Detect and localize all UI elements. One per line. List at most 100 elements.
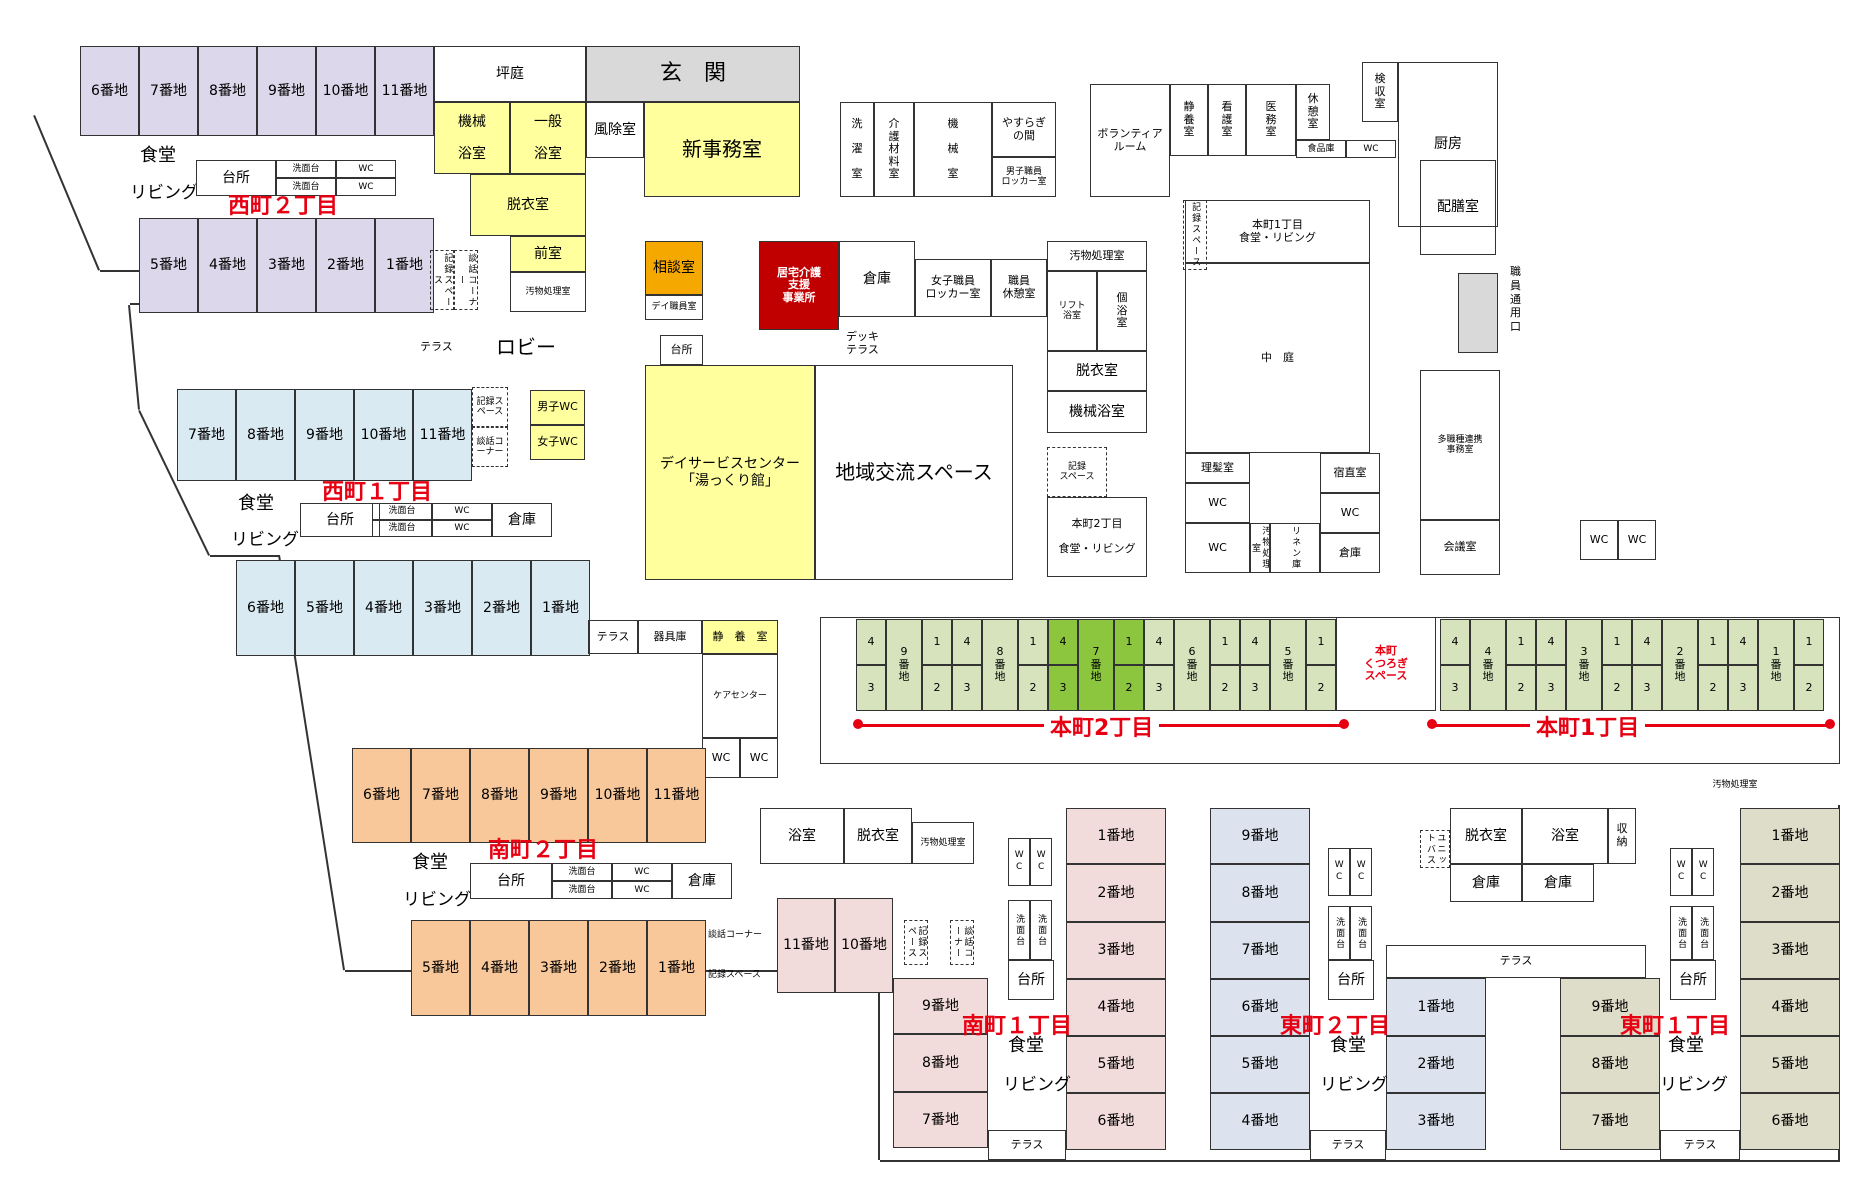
higashimachi1-shokudo: 食堂: [1668, 1035, 1704, 1056]
souko-east-1: 倉庫: [1450, 864, 1522, 902]
kikai-yokushitsu: 機械 浴室: [434, 102, 510, 174]
seiyo: 静 養 室: [1170, 84, 1208, 156]
zone-label-minamimachi1: 南町１丁目: [962, 1014, 1073, 1039]
zone-label-nishimachi2: 西町２丁目: [228, 194, 339, 219]
minamimachi1-banchi-b6: 6番地: [1066, 1093, 1166, 1150]
minamimachi1-banchi-b1: 1番地: [1066, 808, 1166, 864]
honmachi2-unit-b5-n1: 1: [1306, 619, 1336, 665]
datsuishitsu: 脱衣室: [470, 174, 586, 236]
outline-west-5: [128, 305, 140, 411]
minamimachi1-banchi-b11: 11番地: [777, 898, 835, 993]
honmachi1-unit-b3-label: 3 番 地: [1566, 619, 1602, 711]
honmachi1-unit-b1-n4: 4: [1728, 619, 1758, 665]
kikai-yoku2: 機械浴室: [1047, 391, 1147, 433]
tsuboniwa: 坪庭: [434, 46, 586, 102]
danwa-lobby: 談話コーナー: [472, 427, 508, 467]
minamimachi2-banchi-b6: 6番地: [352, 748, 411, 843]
higashimachi2-shokudo: 食堂: [1330, 1035, 1366, 1056]
genkan: 玄 関: [586, 46, 800, 102]
kiroku-courtyard: 記録スペース: [1183, 200, 1207, 270]
higashimachi1-senmen2: 洗面台: [1692, 906, 1714, 960]
higashimachi2-banchi-b3: 3番地: [1386, 1093, 1486, 1150]
honmachi2-unit-b6-n3: 3: [1144, 665, 1174, 711]
nishimachi1-living: リビング: [231, 530, 299, 550]
rihatsu: 理髪室: [1185, 453, 1250, 483]
day-shokuin: デイ職員室: [645, 295, 703, 320]
minamimachi2-banchi-b3: 3番地: [529, 920, 588, 1016]
shin-jimushitsu: 新事務室: [644, 102, 800, 197]
minamimachi1-banchi-b7: 7番地: [893, 1092, 988, 1148]
minamimachi1-daidokoro: 台所: [1008, 960, 1054, 1000]
terrace-west: テラス: [588, 620, 638, 654]
danwa-south: 談話コーナー: [708, 930, 763, 940]
nishimachi1-senmendai1: 洗面台: [372, 503, 432, 520]
minamimachi2-banchi-b8: 8番地: [470, 748, 529, 843]
wc-care-1: WC: [702, 738, 740, 778]
minamimachi1-wc1: WC: [1008, 838, 1030, 886]
zone-label-honmachi2: 本町2丁目: [1044, 716, 1160, 743]
nishimachi2-senmendai1: 洗面台: [276, 160, 336, 178]
honmachi2-shokudo: 本町2丁目 食堂・リビング: [1047, 497, 1147, 577]
souko-east-2: 倉庫: [1522, 864, 1594, 902]
higashimachi1-terrace: テラス: [1660, 1130, 1740, 1160]
minamimachi2-banchi-b4: 4番地: [470, 920, 529, 1016]
higashimachi2-terrace: テラス: [1310, 1130, 1386, 1160]
outline-west-2: [100, 270, 165, 272]
honmachi2-unit-b8-n3: 3: [952, 665, 982, 711]
wc-court-2: WC: [1185, 523, 1250, 573]
higashimachi2-banchi-b9: 9番地: [1210, 808, 1310, 864]
nakaniwa: 中 庭: [1185, 263, 1370, 453]
higashimachi2-daidokoro: 台所: [1328, 960, 1374, 1000]
chubo: 厨房: [1398, 62, 1498, 227]
yokushitsu-south: 浴室: [760, 808, 844, 864]
ko-yoku: 個 浴 室: [1097, 271, 1147, 351]
nishimachi2-wc2: WC: [336, 178, 396, 196]
honmachi1-unit-b4-label: 4 番 地: [1470, 619, 1506, 711]
joshi-locker: 女子職員 ロッカー室: [915, 259, 991, 317]
honmachi2-dot-right: [1339, 719, 1349, 729]
obutsu-east: 汚物処理室: [1712, 779, 1758, 790]
minamimachi2-senmendai1: 洗面台: [552, 863, 612, 881]
shokuhinko: 食品庫: [1296, 140, 1346, 158]
nishimachi2-banchi-b6: 6番地: [80, 46, 139, 136]
minamimachi1-banchi-b9: 9番地: [893, 978, 988, 1034]
obutsu-south: 汚物処理室: [912, 822, 974, 864]
honmachi1-unit-b4-n1: 1: [1506, 619, 1536, 665]
honmachi1-unit-b1-n3: 3: [1728, 665, 1758, 711]
honmachi1-unit-b2-label: 2 番 地: [1662, 619, 1698, 711]
higashimachi2-banchi-b8: 8番地: [1210, 864, 1310, 922]
honmachi2-unit-b9-n2: 2: [922, 665, 952, 711]
outline-west-7: [210, 555, 280, 557]
higashimachi1-senmen1: 洗面台: [1670, 906, 1692, 960]
honmachi2-unit-b6-n2: 2: [1210, 665, 1240, 711]
danshi-wc: 男子WC: [530, 390, 585, 425]
higashimachi1-daidokoro: 台所: [1670, 960, 1716, 1000]
higashimachi1-banchi-b1: 1番地: [1740, 808, 1840, 864]
minamimachi2-souko: 倉庫: [672, 863, 732, 899]
wc-east-2: WC: [1618, 520, 1656, 560]
yokushitsu-east: 浴室: [1522, 808, 1608, 864]
wc-court-1: WC: [1185, 483, 1250, 523]
outline-south-3: [880, 1160, 1840, 1162]
wc-east-1: WC: [1580, 520, 1618, 560]
haizen: 配膳室: [1420, 160, 1496, 255]
honmachi2-unit-b8-n1: 1: [1018, 619, 1048, 665]
higashimachi1-wc1: WC: [1670, 848, 1692, 896]
honmachi2-unit-b9-n1: 1: [922, 619, 952, 665]
danshi-locker: 男子職員 ロッカー室: [992, 157, 1056, 197]
minamimachi2-banchi-b9: 9番地: [529, 748, 588, 843]
souko-center: 倉庫: [839, 241, 915, 317]
nishimachi2-wc1: WC: [336, 160, 396, 178]
minamimachi1-banchi-b5: 5番地: [1066, 1036, 1166, 1093]
shokuin-tsuyoguchi-bar: [1458, 273, 1498, 353]
higashimachi2-banchi-b4: 4番地: [1210, 1093, 1310, 1150]
soudan: 相談室: [645, 241, 703, 295]
nishimachi2-banchi-b7: 7番地: [139, 46, 198, 136]
minamimachi1-banchi-b2: 2番地: [1066, 864, 1166, 922]
deck-terrace: デッキ テラス: [846, 330, 879, 357]
datsui-center: 脱衣室: [1047, 351, 1147, 391]
nishimachi1-wc2: WC: [432, 520, 492, 537]
nishimachi2-banchi-b2: 2番地: [316, 218, 375, 313]
minamimachi2-daidokoro: 台所: [470, 863, 552, 899]
souko-court: 倉庫: [1320, 533, 1380, 573]
